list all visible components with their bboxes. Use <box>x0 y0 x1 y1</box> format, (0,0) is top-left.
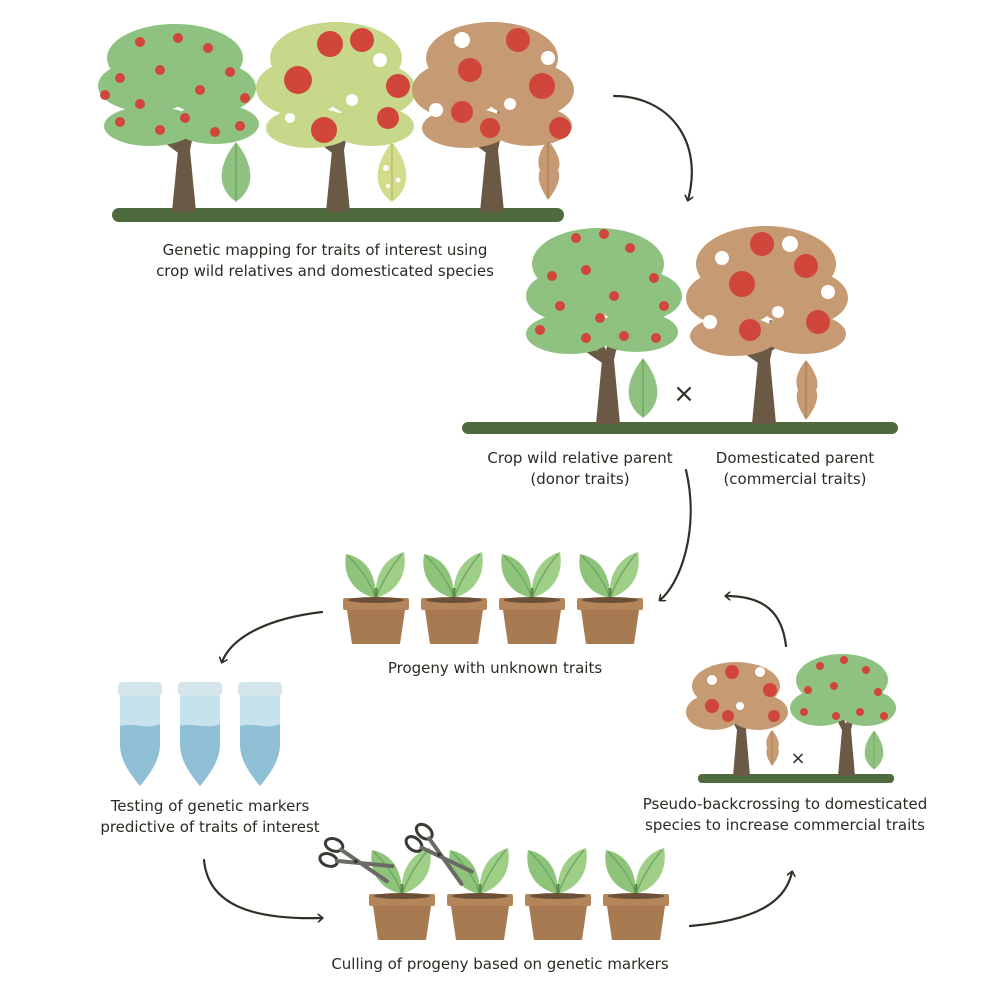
cross-symbol: × <box>673 379 695 409</box>
intermediate-tree <box>256 22 416 212</box>
ground-strip <box>462 422 898 434</box>
domesticated-parent-tree <box>686 226 848 424</box>
caption-backcross: Pseudo-backcrossing to domesticated spec… <box>620 794 950 836</box>
caption-line: predictive of traits of interest <box>100 818 320 836</box>
caption-line: Culling of progeny based on genetic mark… <box>331 955 669 973</box>
scissors-icon <box>404 822 474 886</box>
caption-line: Pseudo-backcrossing to domesticated <box>642 795 928 813</box>
seedling-pot <box>419 550 489 646</box>
cross-symbol: × <box>790 748 805 769</box>
caption-line: Genetic mapping for traits of interest u… <box>162 241 488 259</box>
test-tube <box>118 682 162 786</box>
seedling-pot <box>575 550 645 646</box>
caption-mapping: Genetic mapping for traits of interest u… <box>110 240 540 282</box>
caption-testing: Testing of genetic markers predictive of… <box>70 796 350 838</box>
ground-strip <box>698 774 894 783</box>
arrow-backcross-to-progeny <box>726 596 788 648</box>
caption-culling: Culling of progeny based on genetic mark… <box>300 954 700 975</box>
arrow-mapping-to-parents <box>612 94 692 200</box>
seedling-pot <box>445 846 515 942</box>
seedling-pot <box>497 550 567 646</box>
arrow-culling-to-backcross <box>688 872 792 928</box>
backcross-trees: × <box>686 654 896 783</box>
culling-pots <box>318 822 671 942</box>
ground-strip <box>112 208 564 222</box>
test-tube <box>238 682 282 786</box>
parents: × <box>462 226 898 434</box>
wild-parent-tree <box>526 228 682 424</box>
wild-backcross-tree <box>790 654 896 776</box>
caption-line: Domesticated parent <box>715 449 875 467</box>
arrow-progeny-to-testing <box>222 610 324 662</box>
caption-line: Crop wild relative parent <box>487 449 673 467</box>
test-tube <box>178 682 222 786</box>
caption-line: species to increase commercial traits <box>645 816 925 834</box>
seedling-pot <box>367 846 437 942</box>
caption-line: (donor traits) <box>530 470 630 488</box>
caption-progeny: Progeny with unknown traits <box>360 658 630 679</box>
domesticated-tree <box>412 22 574 212</box>
seedling-pot <box>341 550 411 646</box>
caption-line: Progeny with unknown traits <box>387 659 603 677</box>
caption-line: Testing of genetic markers <box>110 797 310 815</box>
wild-relative-tree <box>98 24 259 212</box>
caption-line: crop wild relatives and domesticated spe… <box>156 262 494 280</box>
caption-domesticated-parent: Domesticated parent (commercial traits) <box>700 448 890 490</box>
scissors-icon <box>318 837 395 884</box>
seedling-pot <box>601 846 671 942</box>
domesticated-backcross-tree <box>686 662 788 776</box>
arrow-parents-to-progeny <box>660 468 692 600</box>
test-tubes <box>118 682 282 786</box>
mapping-trees <box>98 22 574 222</box>
caption-wild-parent: Crop wild relative parent (donor traits) <box>470 448 690 490</box>
arrow-testing-to-culling <box>202 858 322 918</box>
caption-line: (commercial traits) <box>723 470 867 488</box>
progeny-pots <box>341 550 645 646</box>
seedling-pot <box>523 846 593 942</box>
